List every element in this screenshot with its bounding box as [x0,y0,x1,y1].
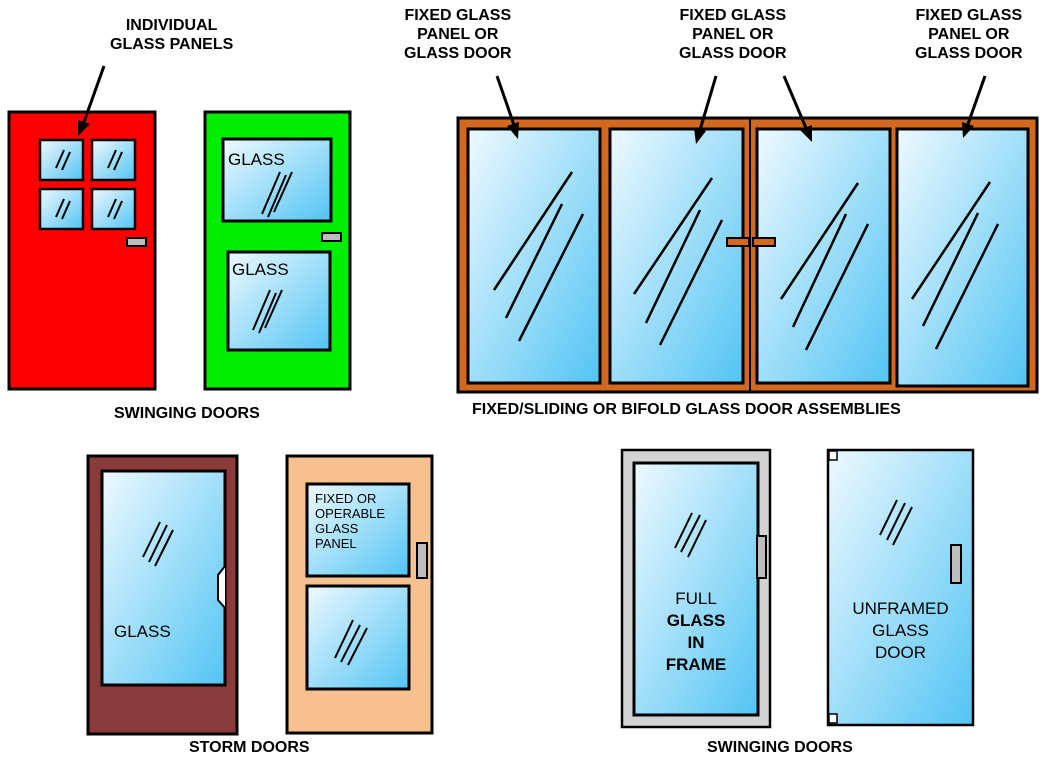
label-line: FIXED OR [315,491,377,506]
label-individual-glass-panels: INDIVIDUAL GLASS PANELS [110,16,233,54]
label-line: GLASS DOOR [679,45,787,62]
door-handle [321,232,342,242]
glass-label-green-lower: GLASS [232,260,289,279]
label-line: GLASS [315,521,359,536]
label-line: DOOR [875,643,926,662]
label-line: INDIVIDUAL [125,17,218,34]
assembly-panel-1 [466,127,602,385]
door-handle [756,535,767,579]
full-glass-frame-door [620,448,772,729]
door-handle [726,237,750,247]
hinge [828,450,838,461]
storm-door-dark [86,454,239,736]
label-fixed-panel-2: FIXED GLASS PANEL OR GLASS DOOR [679,6,787,63]
glass-pane [38,138,85,182]
glass-pane [632,461,760,717]
hinge [828,713,838,724]
storm-door-peach [285,454,434,735]
label-line: GLASS DOOR [404,45,512,62]
glass-label-full-frame: FULL GLASS IN FRAME [634,588,758,676]
label-line: PANEL OR [928,26,1010,43]
label-line: OPERABLE [315,506,386,521]
glass-label-unframed: UNFRAMED GLASS DOOR [828,598,973,664]
glass-label-peach-panel: FIXED OR OPERABLE GLASS PANEL [315,491,385,551]
label-fixed-panel-3: FIXED GLASS PANEL OR GLASS DOOR [915,6,1023,63]
individual-panels-arrow [78,65,106,136]
label-line: FRAME [665,655,727,674]
assembly-panel-4 [895,127,1030,388]
red-swinging-door [7,110,157,391]
door-handle [126,237,147,247]
green-swinging-door [203,110,352,391]
caption-door-assemblies: FIXED/SLIDING OR BIFOLD GLASS DOOR ASSEM… [472,401,901,418]
door-handle [752,237,776,247]
label-line: PANEL OR [417,26,499,43]
caption-swinging-doors-top: SWINGING DOORS [114,405,260,422]
glass-panel-upper [305,482,411,578]
glass-pane [90,187,137,231]
glass-pane [100,469,227,687]
door-handle [950,544,962,584]
glass-label-storm: GLASS [114,622,171,641]
glass-pane-lower [226,250,332,352]
label-line: IN [687,633,705,652]
caption-swinging-doors-bottom: SWINGING DOORS [707,739,853,756]
label-line: FIXED GLASS [915,7,1023,24]
glass-pane [90,138,137,182]
label-line: GLASS [872,621,929,640]
label-line: UNFRAMED [852,599,949,618]
label-line: PANEL OR [692,26,774,43]
unframed-glass-door [826,448,975,727]
door-handle [416,542,428,579]
storm-door-handle [217,565,226,609]
label-line: FIXED GLASS [404,7,512,24]
glass-door-assembly [456,116,1039,394]
label-line: GLASS PANELS [110,36,234,53]
glass-label-green-upper: GLASS [228,150,285,169]
label-line: GLASS [666,611,726,630]
label-line: FIXED GLASS [679,7,787,24]
label-line: PANEL [315,536,357,551]
assembly-panel-3 [755,127,892,385]
caption-storm-doors: STORM DOORS [189,739,310,756]
label-fixed-panel-1: FIXED GLASS PANEL OR GLASS DOOR [404,6,512,63]
assembly-panel-2 [608,127,745,385]
label-line: FULL [675,589,717,608]
label-line: GLASS DOOR [915,45,1023,62]
panel-arrows [495,75,987,144]
glass-panel-lower [305,584,411,691]
glass-pane [38,187,85,231]
